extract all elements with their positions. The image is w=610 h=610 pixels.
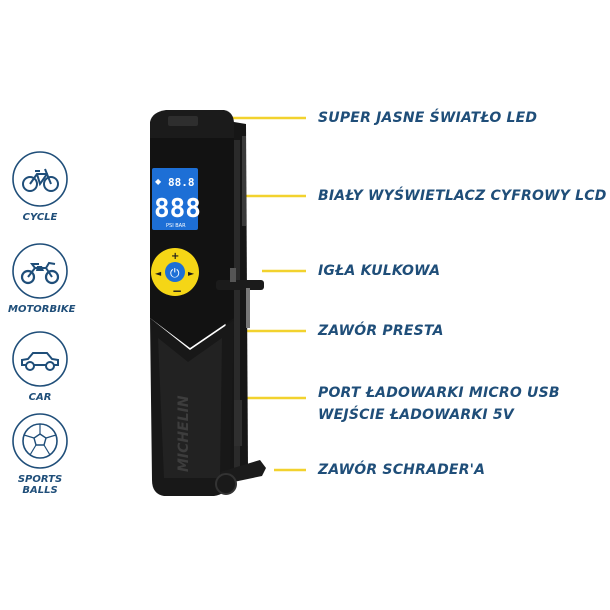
- power-button[interactable]: [165, 262, 185, 282]
- motorbike-icon: [12, 243, 68, 299]
- led-light: [168, 116, 198, 126]
- feature-lcd-display: BIAŁY WYŚWIETLACZ CYFROWY LCD: [318, 188, 607, 204]
- plus-button[interactable]: +: [171, 251, 179, 262]
- feature-text: BIAŁY WYŚWIETLACZ CYFROWY LCD: [318, 188, 607, 204]
- feature-ball-needle: IGŁA KULKOWA: [318, 263, 440, 279]
- usb-port: [234, 400, 242, 446]
- use-label: SPORTS BALLS: [17, 474, 63, 496]
- feature-schrader-valve: ZAWÓR SCHRADER'A: [318, 462, 485, 478]
- feature-text: PORT ŁADOWARKI MICRO USB: [318, 385, 560, 401]
- use-car: CAR: [8, 330, 72, 403]
- lcd-small-value: 88.8: [168, 176, 195, 189]
- left-button[interactable]: ◄: [155, 269, 162, 278]
- use-label: MOTORBIKE: [8, 304, 76, 315]
- brand-logo: MICHELIN: [176, 395, 192, 472]
- use-label: CYCLE: [22, 212, 58, 223]
- use-sports-balls: SPORTS BALLS: [8, 412, 72, 496]
- use-motorbike: MOTORBIKE: [8, 242, 76, 315]
- presta-valve: [246, 288, 250, 328]
- ball-icon: [12, 413, 68, 469]
- use-label: CAR: [28, 392, 52, 403]
- feature-presta-valve: ZAWÓR PRESTA: [318, 323, 444, 339]
- bicycle-icon: [12, 151, 68, 207]
- power-icon: ⏻: [170, 266, 180, 280]
- feature-led-light: SUPER JASNE ŚWIATŁO LED: [318, 110, 537, 126]
- car-icon: [12, 331, 68, 387]
- lcd-units: PSI BAR: [166, 223, 186, 229]
- feature-text: ZAWÓR SCHRADER'A: [318, 462, 486, 478]
- feature-text: ZAWÓR PRESTA: [318, 323, 444, 339]
- minus-button[interactable]: −: [172, 284, 182, 298]
- pump-device: 88.8 ◆ 888 PSI BAR ⏻ + − ◄ ► MICHELIN: [150, 110, 266, 496]
- right-button[interactable]: ►: [188, 269, 195, 278]
- lcd-large-value: 888: [154, 194, 201, 224]
- feature-text: WEJŚCIE ŁADOWARKI 5V: [318, 407, 514, 423]
- feature-text: SUPER JASNE ŚWIATŁO LED: [318, 110, 538, 126]
- ball-needle: [216, 280, 264, 290]
- lcd-mode-icon: ◆: [155, 177, 162, 186]
- feature-usb-port: PORT ŁADOWARKI MICRO USB WEJŚCIE ŁADOWAR…: [318, 382, 560, 426]
- lcd-display: [152, 168, 198, 230]
- use-cycle: CYCLE: [8, 150, 72, 223]
- feature-text: IGŁA KULKOWA: [318, 263, 441, 279]
